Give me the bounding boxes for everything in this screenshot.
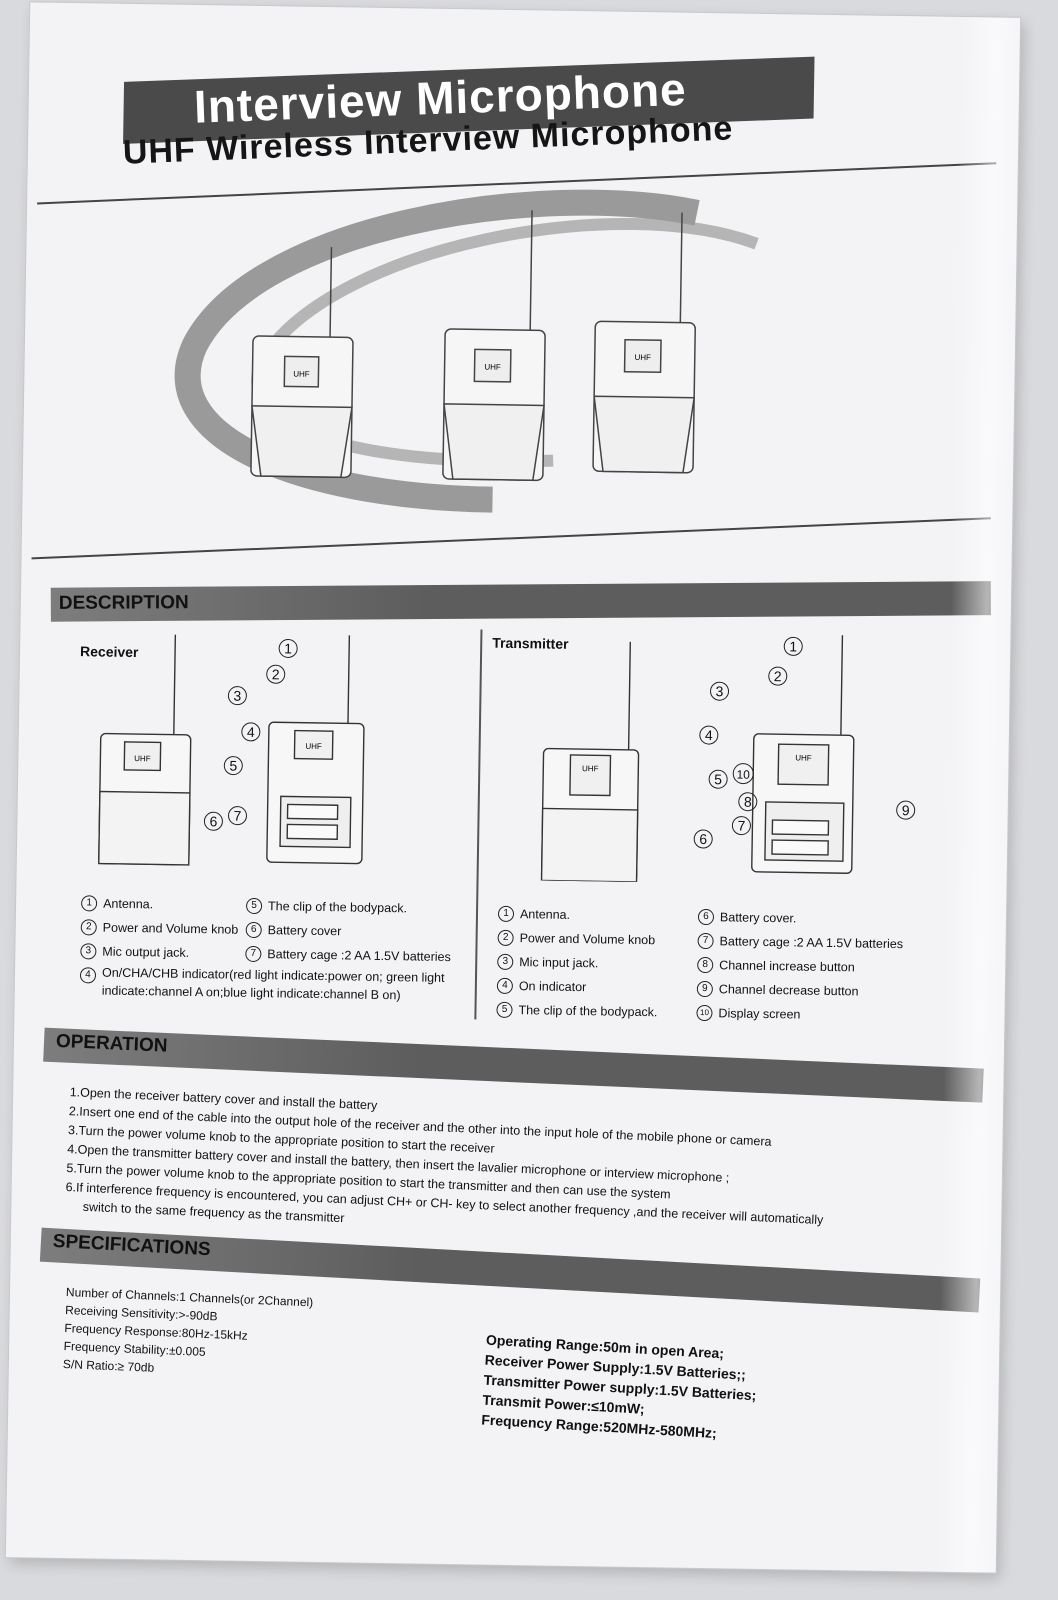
description-heading: DESCRIPTION: [58, 592, 189, 614]
transmitter-callout-1: 1: [789, 638, 797, 654]
description-bar: [50, 581, 991, 622]
receiver-badge-1: UHF: [134, 754, 151, 763]
device-3-badge: UHF: [634, 353, 651, 362]
receiver-diagram: 1 2 3 4 5 6 7 UHF UHF: [98, 634, 365, 866]
transmitter-callout-8: 8: [744, 794, 752, 810]
receiver-callout-2: 2: [272, 666, 280, 682]
description-area: Receiver 1 2 3 4 5 6 7: [44, 623, 980, 1058]
column-divider: [474, 629, 483, 1020]
transmitter-badge-2: UHF: [795, 753, 812, 762]
receiver-badge-2: UHF: [305, 742, 322, 751]
transmitter-diagram: 1 2 3 4 5 6 7 8 9 10 UHF UHF: [540, 635, 916, 883]
receiver-callout-5: 5: [229, 758, 237, 774]
transmitter-callout-7: 7: [737, 818, 745, 834]
operation-steps: 1.Open the receiver battery cover and in…: [64, 1083, 939, 1254]
receiver-callout-6: 6: [209, 813, 217, 829]
transmitter-callout-10: 10: [736, 768, 750, 782]
bodypack-1: [250, 247, 354, 479]
transmitter-badge-1: UHF: [582, 764, 599, 773]
bodypack-2: [442, 210, 546, 482]
receiver-callout-1: 1: [284, 640, 292, 656]
device-1-badge: UHF: [293, 369, 310, 378]
hero-illustration: UHF UHF UHF: [174, 189, 759, 513]
transmitter-callout-9: 9: [902, 802, 910, 818]
receiver-callout-4: 4: [247, 724, 255, 740]
device-2-badge: UHF: [484, 362, 501, 371]
transmitter-callout-3: 3: [716, 683, 724, 699]
receiver-callout-3: 3: [233, 688, 241, 704]
specifications-left: Number of Channels:1 Channels(or 2Channe…: [63, 1283, 426, 1388]
specifications-right: Operating Range:50m in open Area; Receiv…: [481, 1330, 906, 1454]
transmitter-callout-4: 4: [705, 727, 713, 743]
transmitter-callout-5: 5: [714, 771, 722, 787]
transmitter-callout-6: 6: [699, 831, 707, 847]
manual-sheet: Interview Microphone UHF Wireless Interv…: [5, 2, 1021, 1573]
bodypack-3: [592, 212, 696, 474]
receiver-callout-7: 7: [233, 808, 241, 824]
transmitter-callout-2: 2: [774, 668, 782, 684]
